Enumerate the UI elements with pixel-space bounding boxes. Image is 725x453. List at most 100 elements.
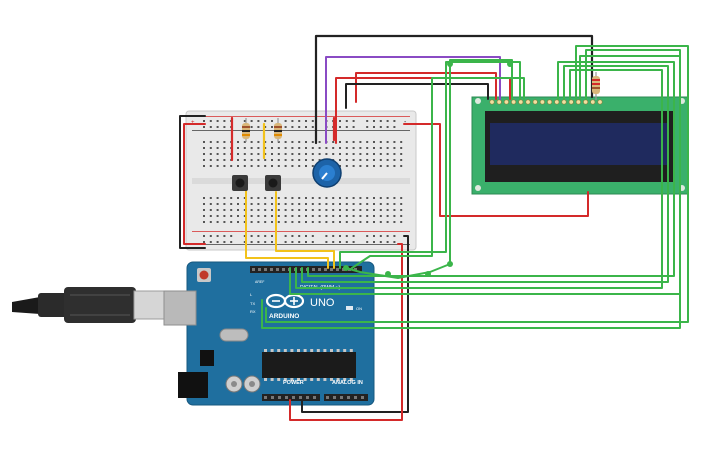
breadboard-hole xyxy=(305,209,307,211)
breadboard-hole xyxy=(230,221,233,223)
breadboard-hole xyxy=(277,215,280,217)
breadboard-hole xyxy=(257,221,260,223)
breadboard-hole xyxy=(264,147,267,149)
breadboard-hole xyxy=(243,147,246,149)
lcd-pin[interactable] xyxy=(539,99,545,105)
breadboard-hole xyxy=(298,209,301,211)
breadboard-hole xyxy=(311,159,314,161)
header-pin xyxy=(318,268,321,271)
wire-yellow-button-1[interactable] xyxy=(245,189,329,269)
wire-red-5v[interactable] xyxy=(289,243,403,421)
header-pin xyxy=(330,268,333,271)
lcd-pin[interactable] xyxy=(568,99,574,105)
breadboard-hole xyxy=(271,120,273,122)
pushbutton-2[interactable] xyxy=(265,175,281,191)
breadboard-hole xyxy=(373,165,375,167)
wire-green-8[interactable] xyxy=(261,49,681,329)
breadboard-hole xyxy=(339,165,341,167)
breadboard-hole xyxy=(203,215,205,217)
wire-green-9[interactable] xyxy=(265,45,689,323)
breadboard-hole xyxy=(393,209,396,211)
breadboard-hole xyxy=(345,203,348,205)
wire-red-left-loop[interactable] xyxy=(183,123,206,245)
wire-black-lcd[interactable] xyxy=(345,83,489,109)
breadboard-hole xyxy=(216,215,219,217)
wire-green-5[interactable] xyxy=(301,65,669,283)
lcd-pin[interactable] xyxy=(525,99,531,105)
potentiometer[interactable] xyxy=(312,158,342,188)
breadboard-hole xyxy=(203,120,205,122)
lcd-pin[interactable] xyxy=(583,99,589,105)
breadboard-hole xyxy=(325,241,328,243)
analog-header[interactable] xyxy=(324,394,368,401)
wire-green-6[interactable] xyxy=(307,61,675,277)
breadboard-hole xyxy=(345,165,348,167)
wire-yellow-button-2[interactable] xyxy=(275,191,335,269)
resistor-1[interactable] xyxy=(242,118,250,142)
breadboard-hole xyxy=(379,215,382,217)
breadboard-hole xyxy=(305,153,307,155)
breadboard-hole xyxy=(298,241,301,243)
power-header[interactable] xyxy=(262,394,320,401)
breadboard-hole xyxy=(298,120,301,122)
breadboard-hole xyxy=(216,153,219,155)
lcd-pin[interactable] xyxy=(532,99,538,105)
breadboard-hole xyxy=(345,215,348,217)
wire-green-2[interactable] xyxy=(345,59,513,279)
breadboard-hole xyxy=(250,197,253,199)
breadboard-hole xyxy=(339,215,341,217)
breadboard-hole xyxy=(352,221,355,223)
aref-label: AREF xyxy=(255,280,264,284)
breadboard-hole xyxy=(216,197,219,199)
lcd-pin[interactable] xyxy=(554,99,560,105)
chip-pin xyxy=(316,349,320,352)
lcd-pin[interactable] xyxy=(496,99,502,105)
wire-green-1[interactable] xyxy=(339,61,521,269)
breadboard-hole xyxy=(216,241,219,243)
wire-black-left-loop[interactable] xyxy=(179,115,206,249)
breadboard-hole xyxy=(359,197,362,199)
breadboard-hole xyxy=(311,147,314,149)
breadboard-hole xyxy=(216,221,219,223)
breadboard-hole xyxy=(366,197,369,199)
pushbutton-1[interactable] xyxy=(232,175,248,191)
breadboard-hole xyxy=(311,120,314,122)
lcd-pin[interactable] xyxy=(590,99,596,105)
rx-label: RX xyxy=(250,309,256,314)
breadboard-hole xyxy=(243,235,246,237)
breadboard-hole xyxy=(243,221,246,223)
lcd-pin[interactable] xyxy=(489,99,495,105)
resistor-2[interactable] xyxy=(274,118,282,142)
lcd-pin[interactable] xyxy=(561,99,567,105)
reset-button[interactable] xyxy=(199,270,209,280)
breadboard-hole xyxy=(311,209,314,211)
lcd-pin[interactable] xyxy=(547,99,553,105)
wire-red-lcd-2[interactable] xyxy=(355,72,497,103)
breadboard-hole xyxy=(257,241,260,243)
resistor-3[interactable] xyxy=(592,72,600,100)
chip-pin xyxy=(330,378,333,381)
breadboard-hole xyxy=(379,159,382,161)
lcd-pin[interactable] xyxy=(503,99,509,105)
wire-red-lcd-bottom[interactable] xyxy=(403,123,589,217)
breadboard-hole xyxy=(223,141,226,143)
wire-green-4[interactable] xyxy=(295,69,663,289)
tx-label: TX xyxy=(250,301,255,306)
breadboard-hole xyxy=(257,215,260,217)
wire-red-lcd-1[interactable] xyxy=(335,77,511,144)
breadboard-hole xyxy=(386,141,389,143)
breadboard-hole xyxy=(400,141,403,143)
breadboard-hole xyxy=(325,235,328,237)
breadboard-hole xyxy=(393,241,396,243)
breadboard-hole xyxy=(243,241,246,243)
header-pin xyxy=(313,396,316,399)
lcd-pin[interactable] xyxy=(597,99,603,105)
lcd-pin[interactable] xyxy=(575,99,581,105)
lcd-pin[interactable] xyxy=(511,99,517,105)
wire-green-3[interactable] xyxy=(351,77,525,269)
breadboard-hole xyxy=(291,126,294,128)
lcd-pin[interactable] xyxy=(518,99,524,105)
wire-black-gnd[interactable] xyxy=(301,235,409,413)
breadboard-hole xyxy=(386,209,389,211)
breadboard-hole xyxy=(209,141,212,143)
